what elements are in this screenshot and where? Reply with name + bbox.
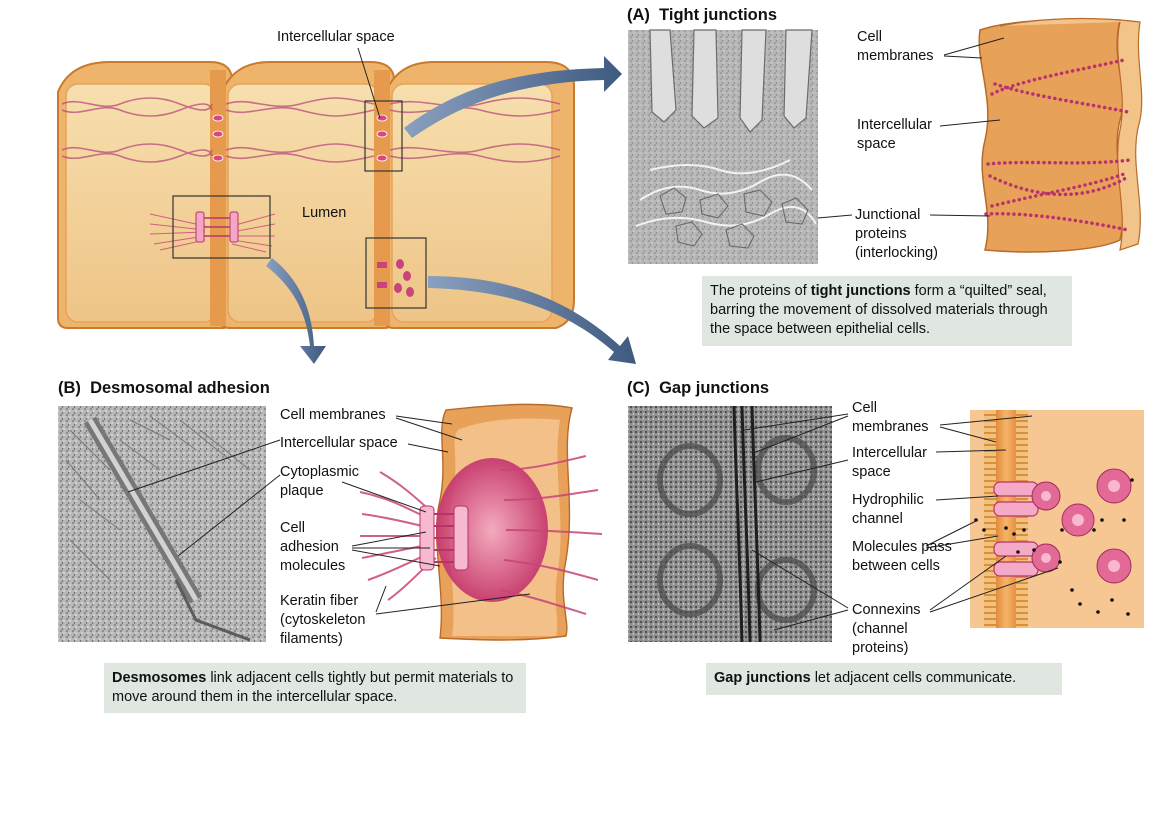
- gap-intercellular-space-label: Intercellular space: [852, 445, 927, 480]
- panel-c-title-text: Gap junctions: [659, 379, 770, 397]
- gap-junctions-caption: Gap junctions let adjacent cells communi…: [706, 663, 1062, 695]
- desmo-caption-post: link adjacent cells tightly but permit m…: [112, 670, 514, 705]
- hydrophilic-channel-label: Hydrophilic channel: [852, 492, 924, 527]
- gap-caption-bold: Gap junctions: [714, 670, 811, 686]
- tight-junction-illustration: [817, 17, 1143, 253]
- overview-cells: [57, 47, 575, 329]
- tight-caption-post: form a “quilted” seal, barring the movem…: [710, 283, 1048, 337]
- panel-c-letter: (C): [627, 379, 650, 397]
- panel-b-title-text: Desmosomal adhesion: [90, 379, 270, 397]
- cell-adhesion-molecules-label: Cell adhesion molecules: [280, 520, 346, 574]
- panel-a-letter: (A): [627, 6, 650, 24]
- tight-cell-membranes-label: Cell membranes: [857, 29, 934, 64]
- tight-intercellular-space-label: Intercellular space: [857, 117, 932, 152]
- lumen-label: Lumen: [302, 205, 347, 221]
- desmosomes-caption: Desmosomes link adjacent cells tightly b…: [104, 663, 526, 713]
- desmosome-micrograph: [58, 406, 281, 642]
- overview-intercellular-space-label: Intercellular space: [277, 29, 395, 45]
- panel-c-title: (C) Gap junctions: [627, 379, 769, 398]
- panel-b-letter: (B): [58, 379, 81, 397]
- panel-b-title: (B) Desmosomal adhesion: [58, 379, 270, 398]
- gap-caption-post: let adjacent cells communicate.: [810, 670, 1017, 686]
- tight-caption-bold: tight junctions: [810, 283, 911, 299]
- tight-junction-micrograph: [628, 29, 818, 264]
- gap-cell-membranes-label: Cell membranes: [852, 400, 929, 435]
- panel-a-title-text: Tight junctions: [659, 6, 778, 24]
- molecules-pass-label: Molecules pass between cells: [852, 539, 952, 574]
- keratin-fiber-label: Keratin fiber (cytoskeleton filaments): [280, 593, 366, 647]
- desmo-cell-membranes-label: Cell membranes: [280, 407, 386, 423]
- tight-caption-pre: The proteins of: [710, 283, 811, 299]
- desmo-caption-bold: Desmosomes: [112, 670, 207, 686]
- zoom-arrows: [266, 56, 636, 364]
- junctional-proteins-label: Junctional proteins (interlocking): [855, 207, 938, 261]
- tight-junctions-caption: The proteins of tight junctions form a “…: [702, 276, 1072, 346]
- connexins-label: Connexins (channel proteins): [852, 602, 921, 656]
- gap-junction-micrograph: [628, 405, 849, 643]
- gap-junction-illustration: [925, 410, 1144, 628]
- desmosome-illustration: [341, 403, 603, 641]
- cytoplasmic-plaque-label: Cytoplasmic plaque: [280, 464, 359, 499]
- desmo-intercellular-space-label: Intercellular space: [280, 435, 398, 451]
- panel-a-title: (A) Tight junctions: [627, 6, 777, 25]
